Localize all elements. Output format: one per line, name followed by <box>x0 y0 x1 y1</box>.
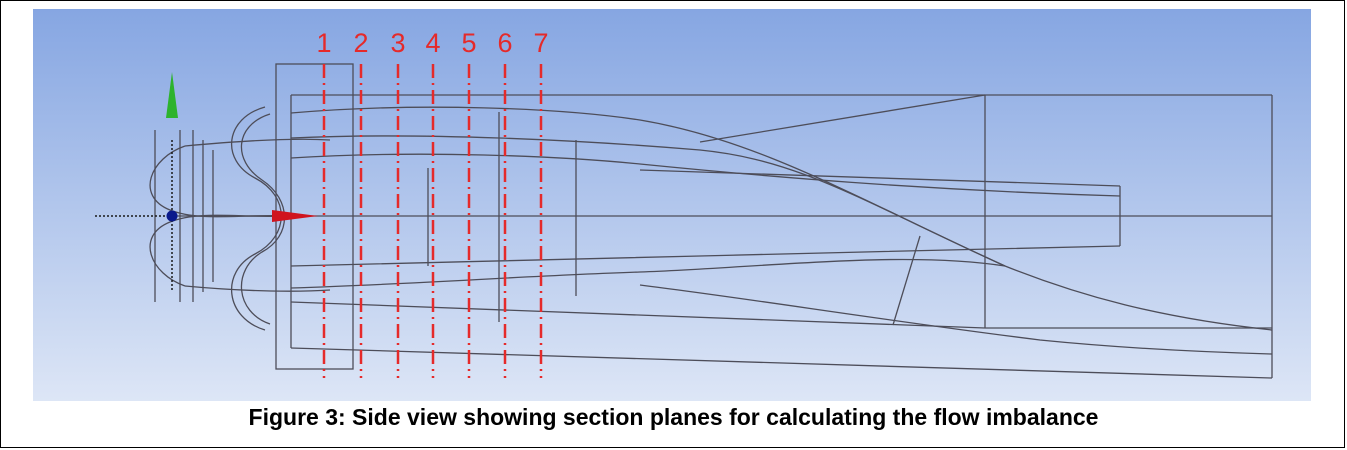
nozzle-geometry <box>149 63 1273 379</box>
section-label: 2 <box>353 28 368 58</box>
section-label: 1 <box>316 28 331 58</box>
origin-dot <box>166 210 178 222</box>
viewport-background <box>33 9 1311 401</box>
section-label: 4 <box>425 28 440 58</box>
section-label: 7 <box>533 28 548 58</box>
section-label: 6 <box>497 28 512 58</box>
section-label: 5 <box>461 28 476 58</box>
section-planes <box>322 64 543 378</box>
x-axis-arrow <box>272 210 318 222</box>
section-label: 3 <box>390 28 405 58</box>
section-labels: 1 2 3 4 5 6 7 <box>316 28 548 58</box>
y-axis-arrow <box>166 72 178 118</box>
coordinate-triad-icon <box>95 72 318 292</box>
cad-side-view: 1 2 3 4 5 6 7 <box>33 9 1311 401</box>
figure-caption: Figure 3: Side view showing section plan… <box>248 404 1099 430</box>
